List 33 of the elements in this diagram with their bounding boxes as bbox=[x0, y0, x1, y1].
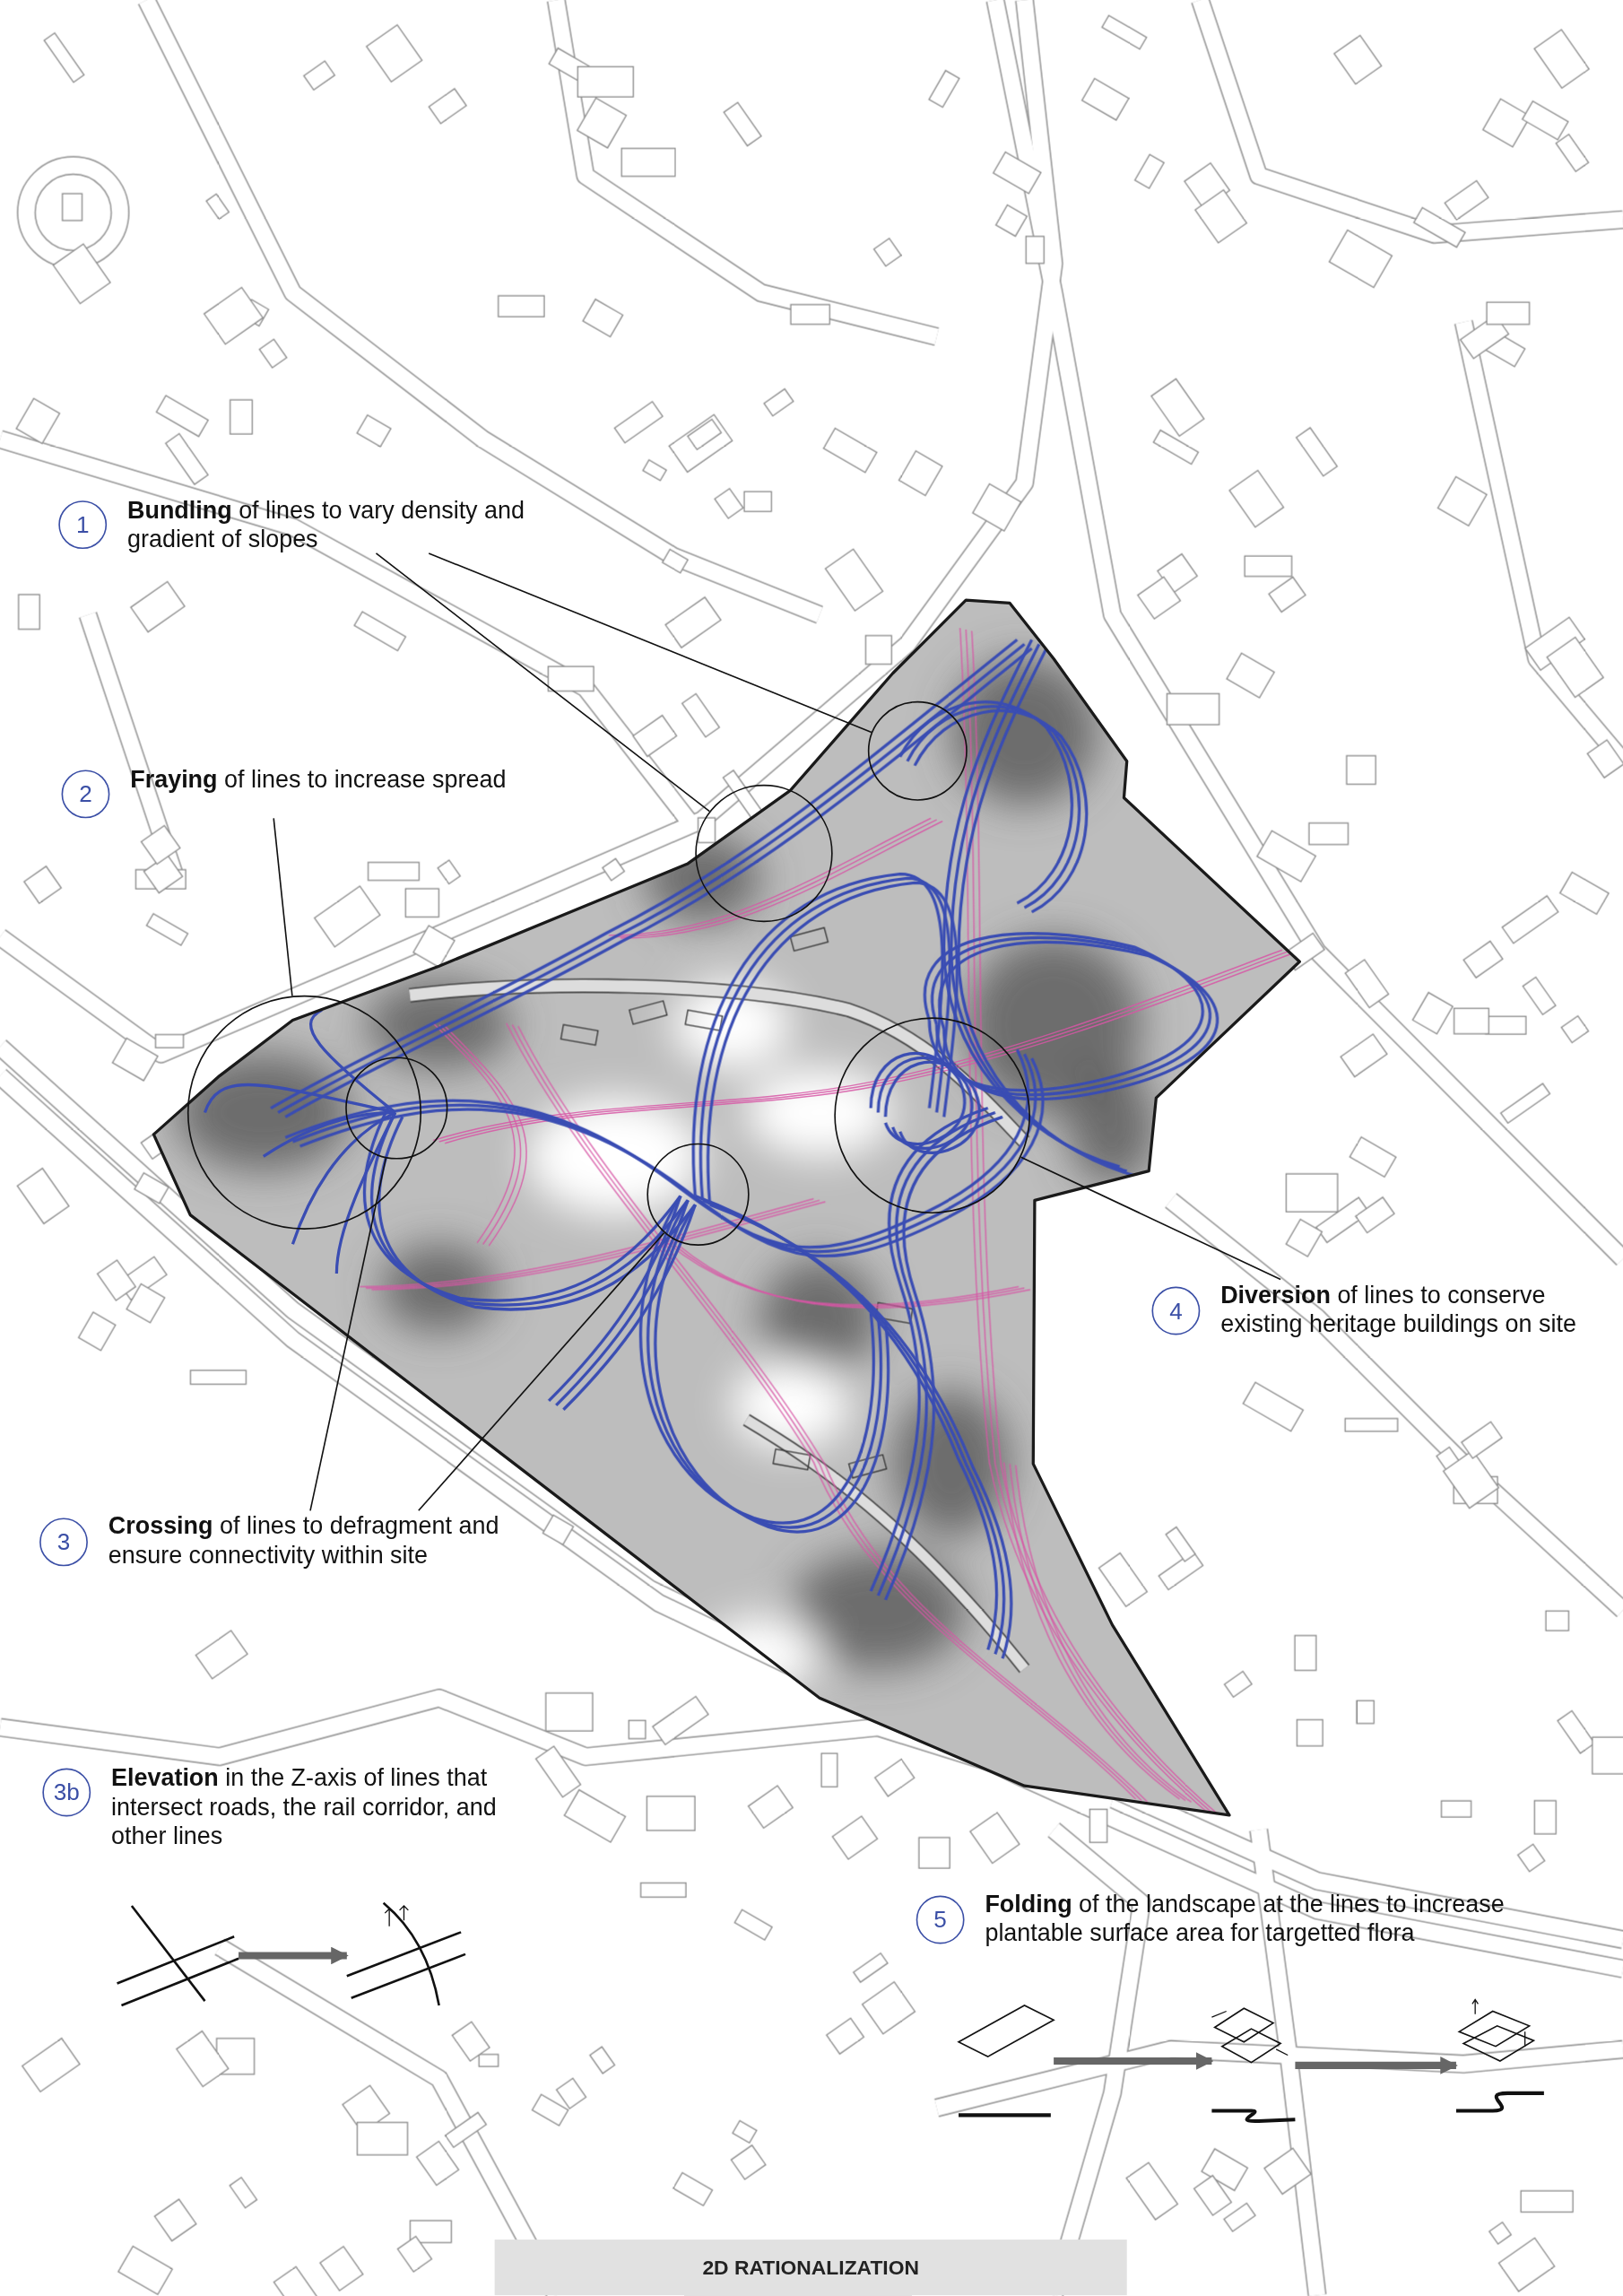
flat-plane-sketch bbox=[959, 2005, 1055, 2117]
callout-text: Fraying of lines to increase spread bbox=[130, 764, 508, 794]
callout-text: Bundling of lines to vary density and gradient of slopes bbox=[127, 495, 525, 553]
title-bar: 2D RATIONALIZATION bbox=[494, 2239, 1127, 2296]
callout-text: Crossing of lines to defragment and ensure connectivity within site bbox=[108, 1510, 500, 1570]
callout-number: 4 bbox=[1151, 1286, 1201, 1335]
callout-number: 2 bbox=[61, 770, 110, 819]
leader-line bbox=[428, 552, 872, 734]
callout-number: 5 bbox=[916, 1895, 965, 1944]
leader-line bbox=[309, 1157, 387, 1512]
crossing-lines-sketch bbox=[117, 1906, 239, 2005]
elevated-crossing-sketch bbox=[346, 1902, 465, 2005]
leader-line bbox=[273, 817, 293, 997]
leader-line bbox=[375, 552, 711, 813]
callout-text: Diversion of lines to conserve existing heritage buildings on site bbox=[1220, 1280, 1577, 1338]
callout-text: Elevation in the Z-axis of lines that intersect roads, the rail corridor, and other lines bbox=[111, 1762, 498, 1850]
callout-number: 3 bbox=[39, 1518, 88, 1567]
leader-line bbox=[1020, 1156, 1281, 1281]
highlight-circle bbox=[345, 1057, 448, 1160]
arrow bbox=[1295, 2057, 1458, 2074]
arrow bbox=[1054, 2052, 1214, 2070]
highlight-circle bbox=[834, 1017, 1030, 1213]
folded-plane-sketch bbox=[1455, 1999, 1544, 2111]
highlight-circle bbox=[867, 700, 968, 801]
callout-number: 3b bbox=[42, 1768, 91, 1817]
folded-plane-sketch bbox=[1211, 2008, 1296, 2123]
callout-number: 1 bbox=[58, 500, 108, 550]
highlight-circle bbox=[695, 784, 833, 923]
callout-text: Folding of the landscape at the lines to increase plantable surface area for targetted flora bbox=[985, 1889, 1506, 1947]
arrow bbox=[239, 1946, 349, 1965]
leader-line bbox=[417, 1231, 665, 1512]
highlight-circle bbox=[187, 995, 422, 1230]
highlight-circle bbox=[647, 1143, 750, 1246]
